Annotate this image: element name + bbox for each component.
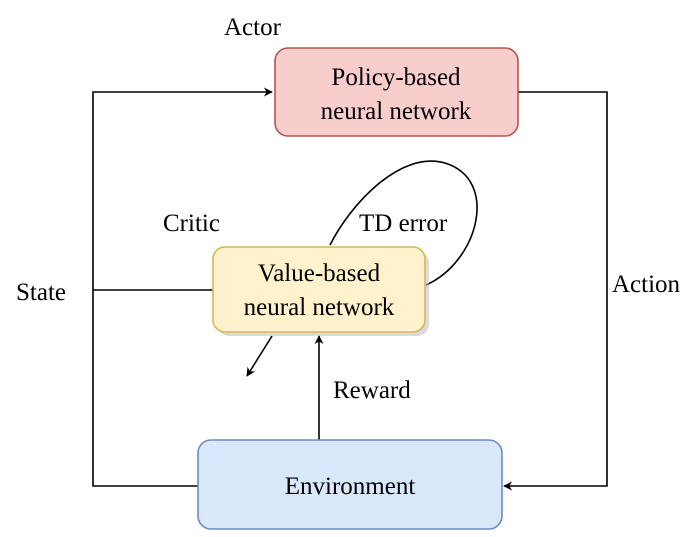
actor-node: Policy-based neural network (274, 47, 519, 137)
environment-box-label: Environment (285, 473, 416, 500)
actor-box (274, 47, 519, 137)
action-label: Action (612, 271, 681, 298)
critic-box-line1: Value-based (258, 260, 381, 287)
critic-node: Value-based neural network (212, 246, 429, 336)
environment-box (197, 439, 503, 530)
td-error-label: TD error (359, 210, 448, 237)
actor-box-line2: neural network (321, 98, 472, 125)
critic-update-arrow (246, 335, 273, 377)
td-error-loop (329, 160, 478, 286)
critic-box (212, 246, 426, 333)
critic-box-line2: neural network (244, 294, 395, 321)
actor-label: Actor (224, 14, 282, 41)
critic-label: Critic (163, 210, 220, 237)
action-arrow (503, 91, 608, 491)
state-to-actor-arrow (92, 87, 273, 487)
state-label: State (16, 279, 66, 306)
reward-label: Reward (333, 377, 411, 404)
actor-box-line1: Policy-based (331, 64, 461, 91)
environment-node: Environment (197, 439, 503, 530)
